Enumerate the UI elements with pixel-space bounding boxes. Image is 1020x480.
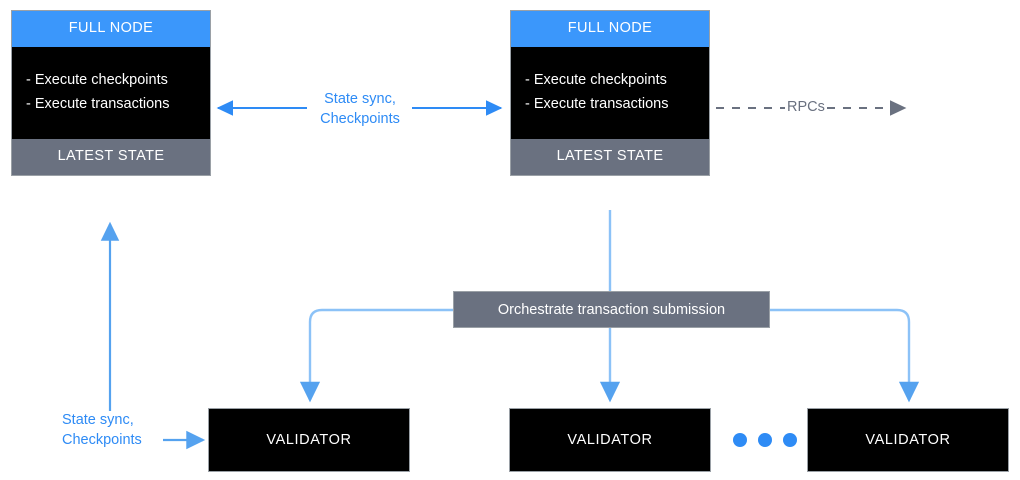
ellipsis-dot-3 xyxy=(783,433,797,447)
full-node-header-2: FULL NODE xyxy=(511,11,709,47)
edge-label-bottom-line-1: State sync, xyxy=(62,412,134,428)
full-node-bullet-execute-transactions-2: - Execute transactions xyxy=(525,96,669,113)
orchestrate-label: Orchestrate transaction submission xyxy=(497,301,726,318)
edge-label-state-sync-checkpoints-bottom: State sync, Checkpoints xyxy=(62,411,142,451)
edge-label-bottom-line-2: Checkpoints xyxy=(62,431,142,448)
full-node-bullet-execute-checkpoints-2: - Execute checkpoints xyxy=(525,71,667,88)
orchestrate-transaction-submission-bar[interactable]: Orchestrate transaction submission xyxy=(453,291,770,328)
validator-label-1: VALIDATOR xyxy=(266,432,352,448)
full-node-bullet-execute-transactions-1: - Execute transactions xyxy=(26,96,170,113)
edge-label-line-2: Checkpoints xyxy=(320,110,400,127)
validator-card-3[interactable]: VALIDATOR xyxy=(807,408,1009,472)
validator-ellipsis-dots xyxy=(733,433,797,447)
full-node-body-1: - Execute checkpoints - Execute transact… xyxy=(12,46,210,139)
full-node-card-1[interactable]: FULL NODE - Execute checkpoints - Execut… xyxy=(11,10,211,176)
edge-label-line-1: State sync, xyxy=(324,91,396,107)
full-node-card-2[interactable]: FULL NODE - Execute checkpoints - Execut… xyxy=(510,10,710,176)
full-node-bullet-execute-checkpoints-1: - Execute checkpoints xyxy=(26,71,168,88)
validator-label-3: VALIDATOR xyxy=(865,432,951,448)
validator-label-2: VALIDATOR xyxy=(567,432,653,448)
edge-orchestrate-to-validator-3 xyxy=(770,308,920,403)
full-node-footer-latest-state-2: LATEST STATE xyxy=(511,138,709,175)
ellipsis-dot-2 xyxy=(758,433,772,447)
edge-label-state-sync-checkpoints-top: State sync, Checkpoints xyxy=(309,90,411,130)
edge-label-rpcs: RPCs xyxy=(787,99,825,117)
full-node-body-2: - Execute checkpoints - Execute transact… xyxy=(511,46,709,139)
validator-card-2[interactable]: VALIDATOR xyxy=(509,408,711,472)
validator-card-1[interactable]: VALIDATOR xyxy=(208,408,410,472)
full-node-footer-latest-state-1: LATEST STATE xyxy=(12,138,210,175)
ellipsis-dot-1 xyxy=(733,433,747,447)
edge-orchestrate-to-validator-1 xyxy=(299,308,453,403)
full-node-header-1: FULL NODE xyxy=(12,11,210,47)
